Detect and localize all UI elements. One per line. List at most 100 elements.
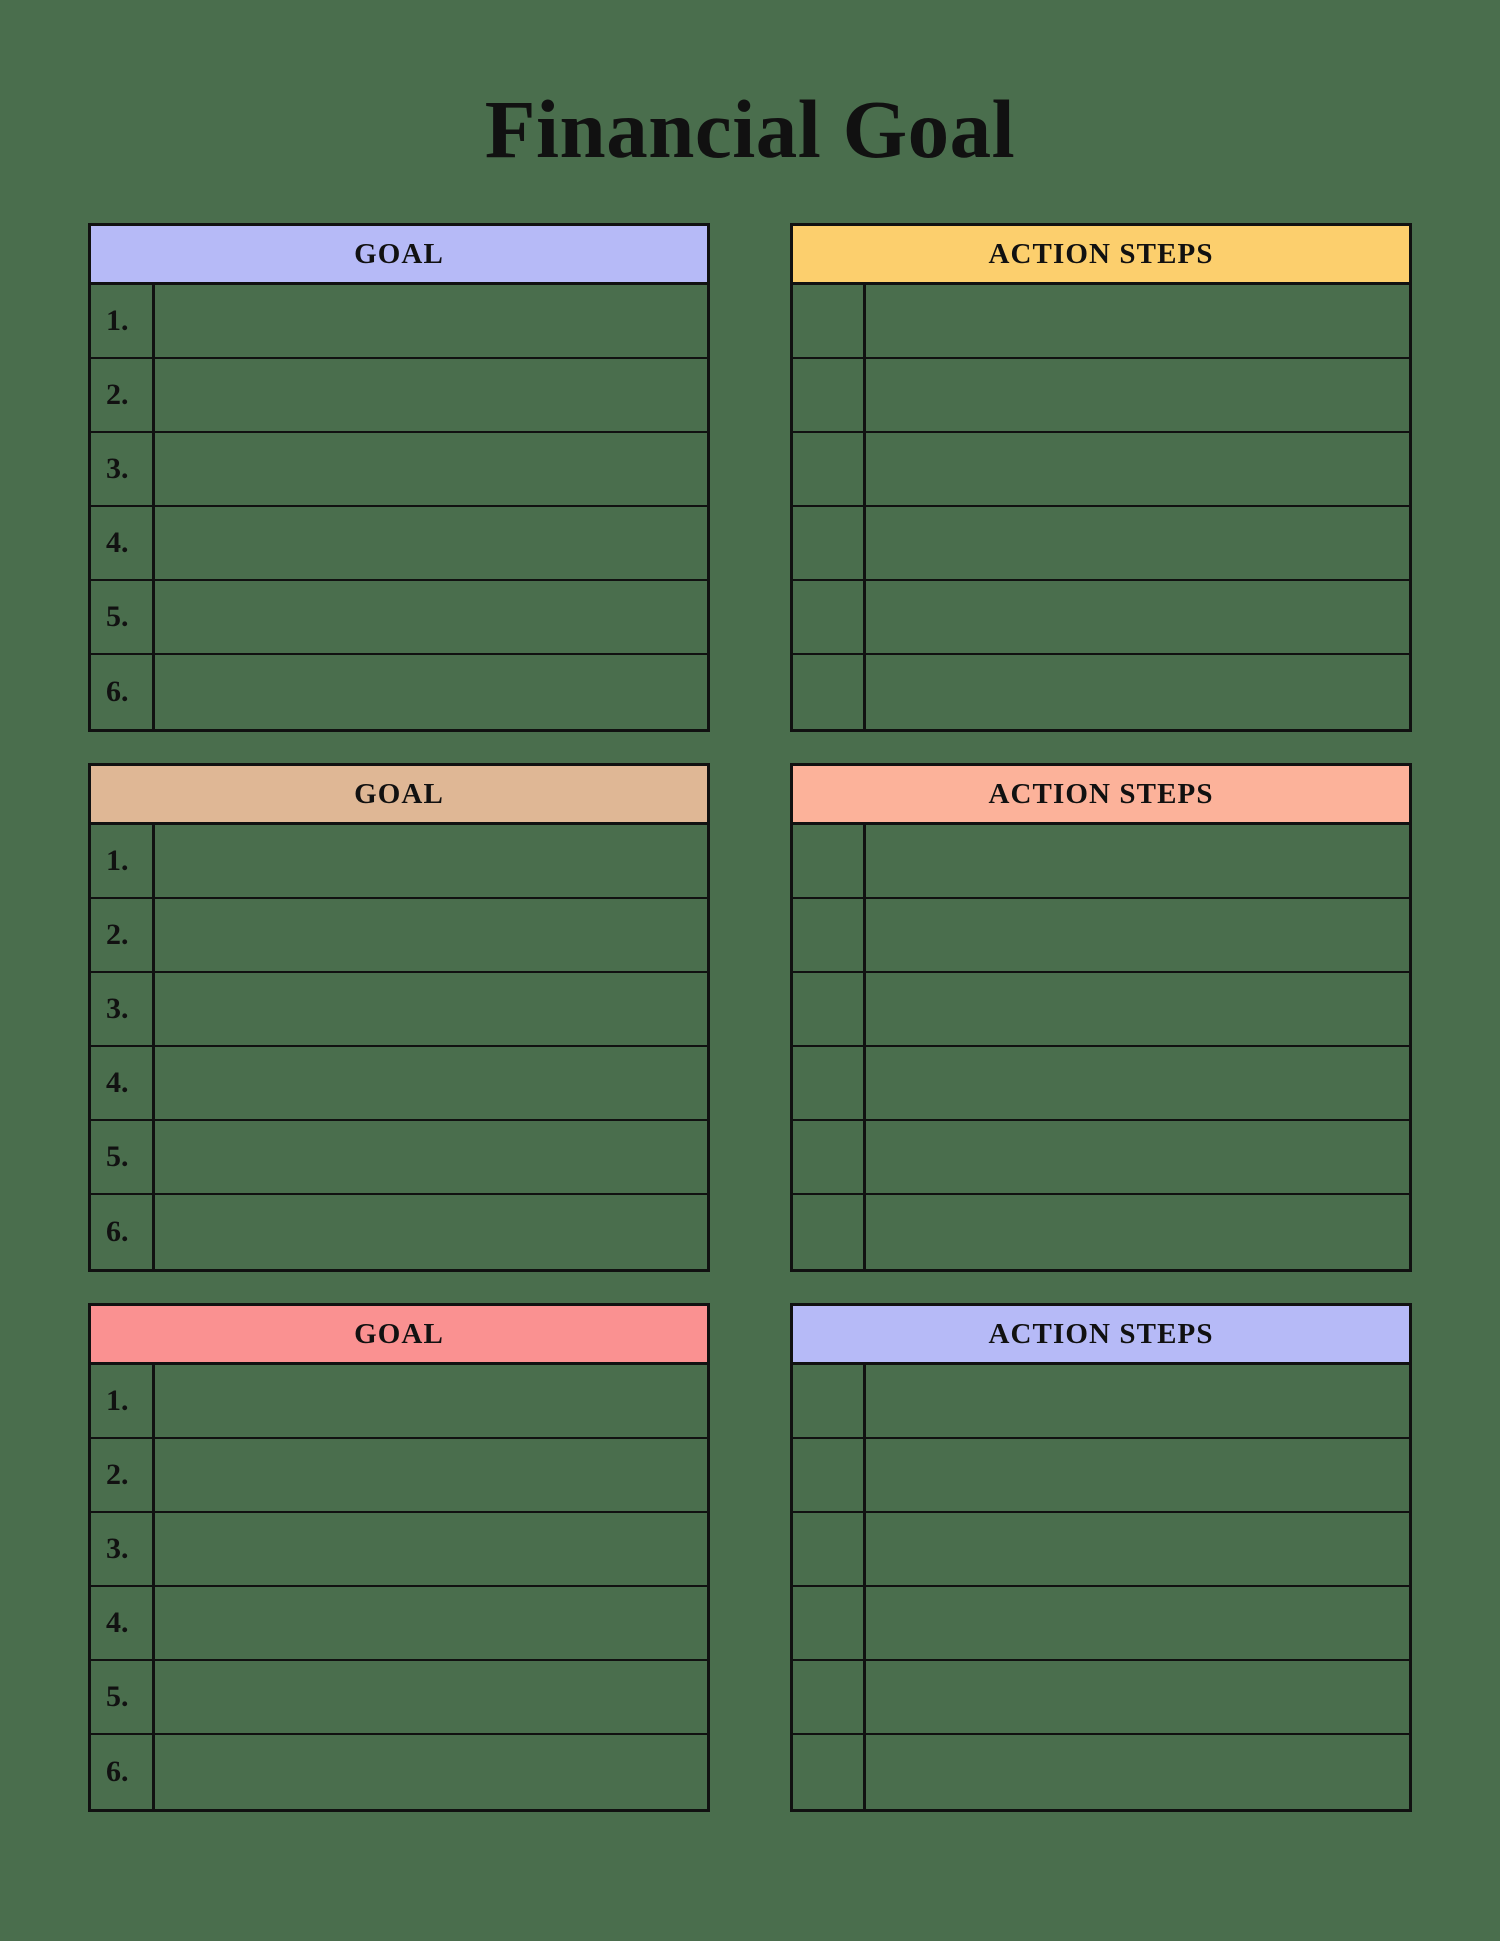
row-number: 6.: [91, 655, 155, 729]
goal-panel-2-table: 1. 2. 3. 4.: [88, 825, 710, 1272]
action-entry-field[interactable]: [866, 581, 1409, 653]
table-row: [793, 433, 1409, 507]
table-row: [793, 1365, 1409, 1439]
row-number: 4.: [91, 1047, 155, 1119]
goal-group-2: GOAL 1. 2. 3. 4.: [88, 763, 1412, 1272]
goal-panel-3-table: 1. 2. 3. 4.: [88, 1365, 710, 1812]
table-row: 6.: [91, 1735, 707, 1809]
table-row: [793, 1121, 1409, 1195]
action-panel-3: ACTION STEPS: [790, 1303, 1412, 1812]
row-checkbox-cell[interactable]: [793, 1047, 866, 1119]
goal-entry-field[interactable]: [155, 1735, 707, 1809]
goal-entry-field[interactable]: [155, 581, 707, 653]
action-entry-field[interactable]: [866, 655, 1409, 729]
table-row: 2.: [91, 359, 707, 433]
goal-panel-2: GOAL 1. 2. 3. 4.: [88, 763, 710, 1272]
row-number: 6.: [91, 1195, 155, 1269]
table-row: [793, 1587, 1409, 1661]
row-checkbox-cell[interactable]: [793, 581, 866, 653]
goal-entry-field[interactable]: [155, 1661, 707, 1733]
action-entry-field[interactable]: [866, 899, 1409, 971]
table-row: 4.: [91, 1047, 707, 1121]
row-checkbox-cell[interactable]: [793, 1587, 866, 1659]
table-row: 4.: [91, 507, 707, 581]
action-entry-field[interactable]: [866, 1513, 1409, 1585]
action-entry-field[interactable]: [866, 285, 1409, 357]
action-entry-field[interactable]: [866, 1735, 1409, 1809]
table-row: [793, 655, 1409, 729]
action-panel-3-header: ACTION STEPS: [790, 1303, 1412, 1365]
action-entry-field[interactable]: [866, 507, 1409, 579]
row-checkbox-cell[interactable]: [793, 899, 866, 971]
goal-entry-field[interactable]: [155, 1365, 707, 1437]
goal-panel-3-header: GOAL: [88, 1303, 710, 1365]
row-checkbox-cell[interactable]: [793, 655, 866, 729]
goal-groups: GOAL 1. 2. 3. 4.: [0, 223, 1500, 1812]
row-number: 2.: [91, 1439, 155, 1511]
action-entry-field[interactable]: [866, 1365, 1409, 1437]
goal-entry-field[interactable]: [155, 507, 707, 579]
row-number: 3.: [91, 973, 155, 1045]
row-checkbox-cell[interactable]: [793, 1735, 866, 1809]
table-row: [793, 285, 1409, 359]
action-entry-field[interactable]: [866, 1661, 1409, 1733]
table-row: 1.: [91, 285, 707, 359]
row-checkbox-cell[interactable]: [793, 359, 866, 431]
goal-entry-field[interactable]: [155, 655, 707, 729]
goal-entry-field[interactable]: [155, 433, 707, 505]
action-panel-3-header-label: ACTION STEPS: [988, 1317, 1214, 1350]
action-entry-field[interactable]: [866, 1439, 1409, 1511]
row-checkbox-cell[interactable]: [793, 1439, 866, 1511]
row-checkbox-cell[interactable]: [793, 1661, 866, 1733]
table-row: [793, 359, 1409, 433]
goal-group-1: GOAL 1. 2. 3. 4.: [88, 223, 1412, 732]
goal-entry-field[interactable]: [155, 359, 707, 431]
row-checkbox-cell[interactable]: [793, 1121, 866, 1193]
row-number: 3.: [91, 1513, 155, 1585]
action-entry-field[interactable]: [866, 1195, 1409, 1269]
goal-entry-field[interactable]: [155, 973, 707, 1045]
goal-entry-field[interactable]: [155, 899, 707, 971]
action-entry-field[interactable]: [866, 1121, 1409, 1193]
action-entry-field[interactable]: [866, 973, 1409, 1045]
table-row: [793, 1439, 1409, 1513]
row-number: 5.: [91, 1121, 155, 1193]
row-checkbox-cell[interactable]: [793, 1195, 866, 1269]
row-number: 3.: [91, 433, 155, 505]
row-number: 1.: [91, 285, 155, 357]
action-panel-1: ACTION STEPS: [790, 223, 1412, 732]
table-row: 1.: [91, 825, 707, 899]
row-checkbox-cell[interactable]: [793, 507, 866, 579]
row-checkbox-cell[interactable]: [793, 825, 866, 897]
goal-panel-1: GOAL 1. 2. 3. 4.: [88, 223, 710, 732]
action-entry-field[interactable]: [866, 825, 1409, 897]
row-checkbox-cell[interactable]: [793, 433, 866, 505]
goal-entry-field[interactable]: [155, 1439, 707, 1511]
table-row: 1.: [91, 1365, 707, 1439]
goal-entry-field[interactable]: [155, 825, 707, 897]
action-entry-field[interactable]: [866, 359, 1409, 431]
goal-entry-field[interactable]: [155, 1195, 707, 1269]
goal-entry-field[interactable]: [155, 1587, 707, 1659]
row-number: 6.: [91, 1735, 155, 1809]
goal-entry-field[interactable]: [155, 1513, 707, 1585]
goal-entry-field[interactable]: [155, 1121, 707, 1193]
row-number: 4.: [91, 1587, 155, 1659]
row-number: 5.: [91, 581, 155, 653]
row-number: 2.: [91, 359, 155, 431]
row-checkbox-cell[interactable]: [793, 973, 866, 1045]
row-checkbox-cell[interactable]: [793, 285, 866, 357]
row-checkbox-cell[interactable]: [793, 1513, 866, 1585]
table-row: 6.: [91, 655, 707, 729]
row-checkbox-cell[interactable]: [793, 1365, 866, 1437]
action-entry-field[interactable]: [866, 1587, 1409, 1659]
action-panel-2-header: ACTION STEPS: [790, 763, 1412, 825]
table-row: 5.: [91, 581, 707, 655]
action-panel-2-table: [790, 825, 1412, 1272]
action-entry-field[interactable]: [866, 1047, 1409, 1119]
table-row: 3.: [91, 973, 707, 1047]
action-entry-field[interactable]: [866, 433, 1409, 505]
goal-entry-field[interactable]: [155, 1047, 707, 1119]
goal-entry-field[interactable]: [155, 285, 707, 357]
